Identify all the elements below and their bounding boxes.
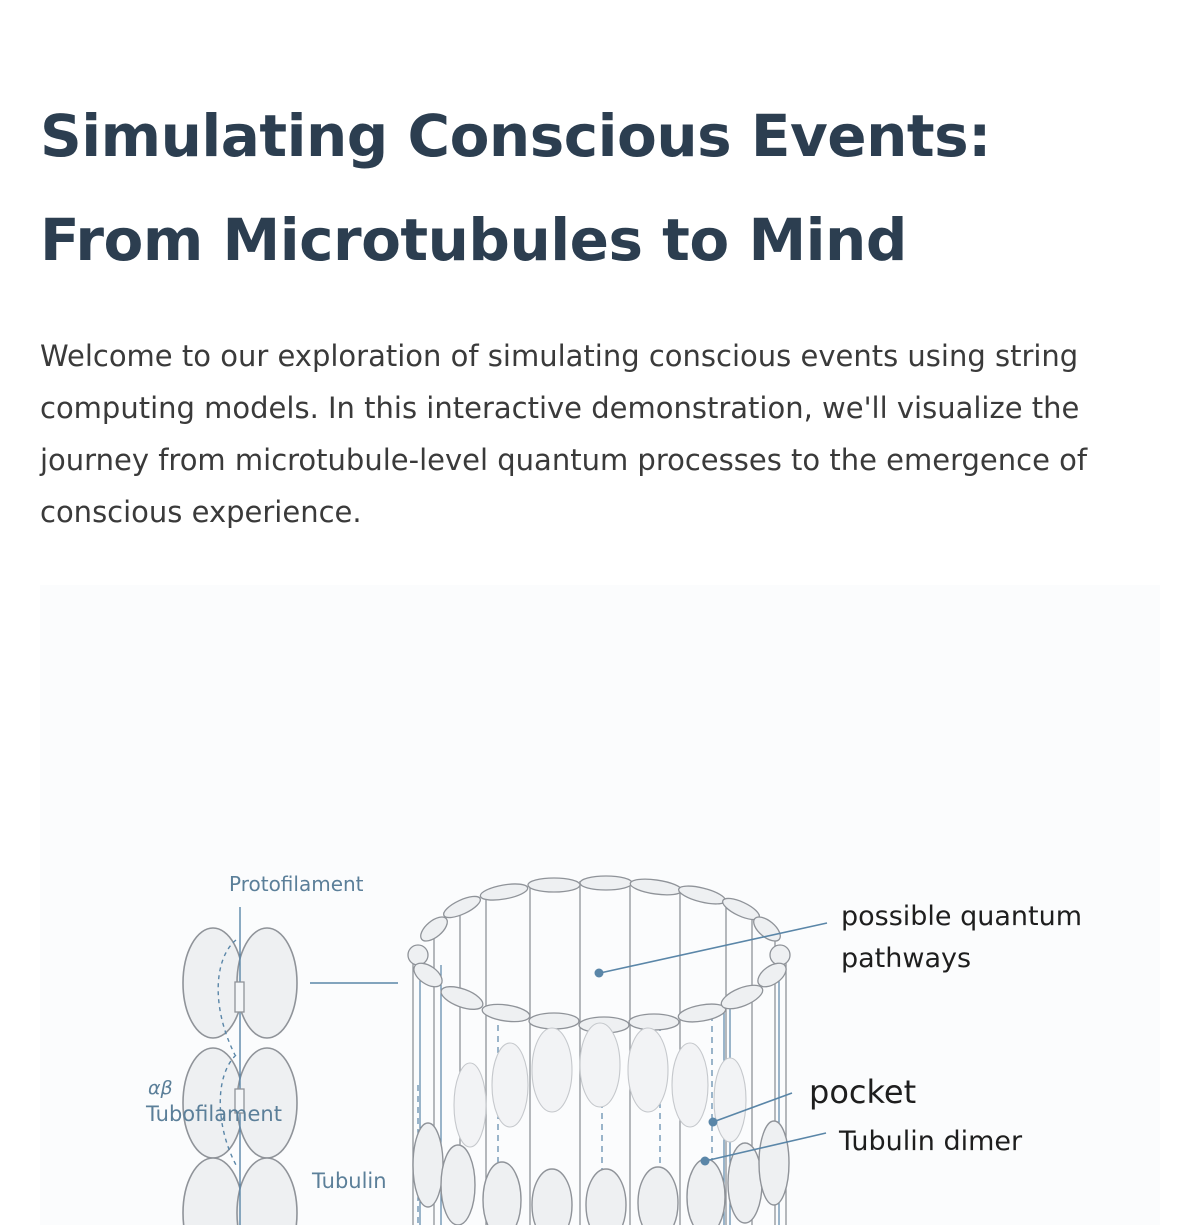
microtubule-diagram: Protofilament αβ Tubofilament Tubulin po… — [145, 872, 1082, 1225]
intro-paragraph: Welcome to our exploration of simulating… — [40, 339, 1088, 529]
label-tubofilament: Tubofilament — [145, 1102, 282, 1126]
microtubule-figure: Protofilament αβ Tubofilament Tubulin po… — [40, 585, 1160, 1225]
microtubule-cylinder — [407, 875, 828, 1225]
label-quantum-pathways-line1: possible quantum — [841, 901, 1082, 932]
tubulin-monomer — [236, 1157, 298, 1225]
label-tubulin: Tubulin — [311, 1169, 387, 1193]
label-protofilament: Protofilament — [229, 872, 364, 896]
protofilament-guides — [217, 907, 398, 1225]
label-tubulin-dimer: Tubulin dimer — [838, 1126, 1023, 1157]
label-leaders — [599, 922, 828, 1162]
tubulin-monomer — [182, 927, 244, 1039]
label-pocket: pocket — [809, 1073, 916, 1111]
label-alpha-beta: αβ — [148, 1077, 173, 1099]
tubulin-monomer — [236, 927, 298, 1039]
label-quantum-pathways-line2: pathways — [841, 943, 971, 974]
page-title: Simulating Conscious Events: From Microt… — [40, 102, 991, 274]
tubulin-monomer — [182, 1157, 244, 1225]
